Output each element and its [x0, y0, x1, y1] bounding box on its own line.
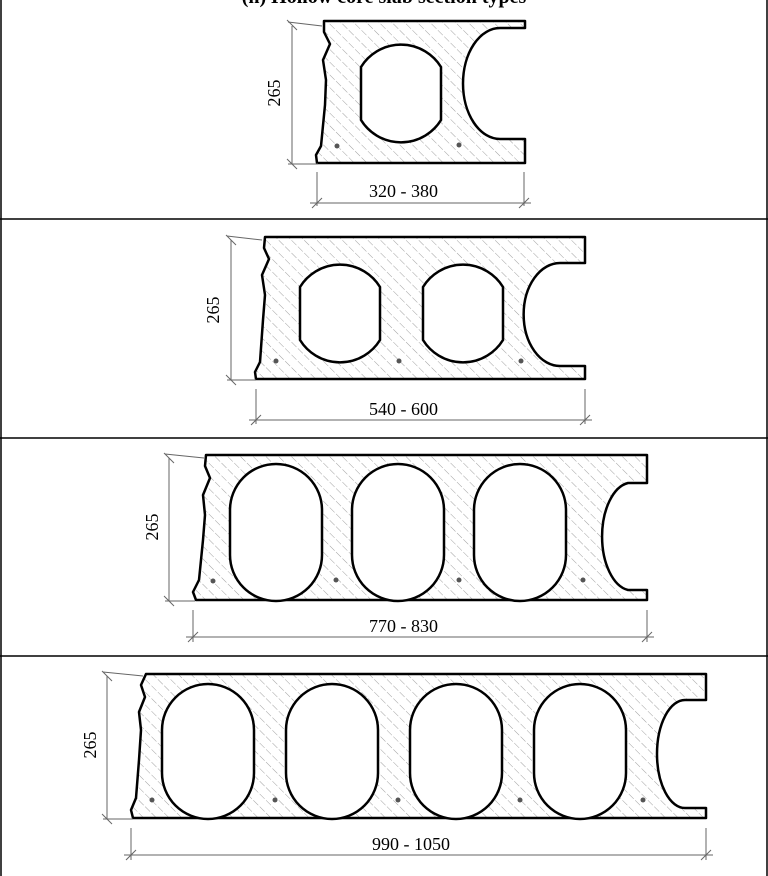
strand-dot	[210, 578, 216, 584]
strand-dot	[395, 797, 401, 803]
hollow-core	[350, 462, 446, 603]
hollow-core	[228, 462, 324, 603]
hollow-core	[408, 682, 504, 821]
strand-dot	[640, 797, 646, 803]
slab-section: 265 540 - 600	[203, 234, 592, 426]
strand-dot	[334, 143, 340, 149]
width-label: 990 - 1050	[372, 834, 450, 854]
slab-section: 265 320 - 380	[264, 19, 531, 209]
strand-dot	[456, 142, 462, 148]
slab-section: 265 770 - 830	[142, 452, 654, 643]
width-label: 320 - 380	[369, 181, 438, 201]
height-dimension	[101, 670, 144, 825]
strand-dot	[272, 797, 278, 803]
hollow-core	[284, 682, 380, 821]
hollow-core	[472, 462, 568, 603]
strand-dot	[518, 358, 524, 364]
height-dimension	[163, 452, 205, 607]
width-dimension	[124, 828, 713, 861]
hollow-core	[160, 682, 256, 821]
height-label: 265	[80, 732, 100, 759]
figure-title: (h) Hollow core slab section types	[0, 0, 768, 9]
hollow-core	[359, 43, 443, 144]
slab-section: 265 990 - 1050	[80, 670, 713, 861]
hollow-core	[421, 263, 505, 364]
width-label: 770 - 830	[369, 616, 438, 636]
strand-dot	[456, 577, 462, 583]
strand-dot	[333, 577, 339, 583]
height-dimension	[286, 19, 323, 170]
width-dimension	[249, 389, 592, 426]
width-dimension	[310, 172, 531, 209]
hollow-core	[298, 263, 382, 364]
strand-dot	[273, 358, 279, 364]
strand-dot	[517, 797, 523, 803]
width-label: 540 - 600	[369, 399, 438, 419]
height-label: 265	[264, 80, 284, 107]
strand-dot	[396, 358, 402, 364]
height-dimension	[225, 234, 263, 386]
strand-dot	[580, 577, 586, 583]
height-label: 265	[142, 514, 162, 541]
strand-dot	[149, 797, 155, 803]
width-dimension	[186, 610, 654, 643]
height-label: 265	[203, 297, 223, 324]
hollow-core	[532, 682, 628, 821]
